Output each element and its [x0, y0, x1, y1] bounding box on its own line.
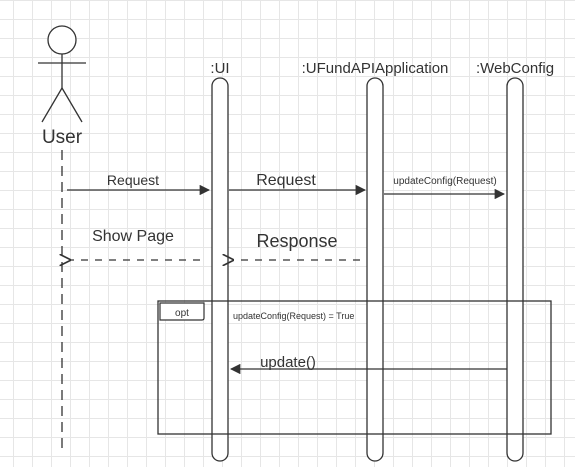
return-label: Response — [256, 231, 337, 251]
actor-label: User — [42, 127, 83, 148]
return-ui-to-user[interactable]: Show Page — [70, 228, 200, 260]
opt-fragment[interactable]: opt updateConfig(Request) = True — [157, 300, 552, 435]
message-user-to-ui[interactable]: Request — [67, 172, 211, 196]
fragment-guard: updateConfig(Request) = True — [233, 311, 354, 321]
message-label: updateConfig(Request) — [393, 176, 496, 187]
actor-head — [47, 25, 77, 55]
actor-left-leg — [41, 87, 63, 123]
return-app-to-ui[interactable]: Response — [233, 231, 360, 260]
actor-right-leg — [61, 87, 83, 123]
activation-webconfig[interactable] — [506, 77, 524, 462]
message-label: update() — [260, 354, 316, 371]
fragment-frame — [157, 300, 552, 435]
fragment-operator-tab — [159, 302, 205, 321]
actor-user[interactable]: User — [38, 25, 86, 148]
lifeline-app-label: :UFundAPIApplication — [302, 60, 449, 77]
lifeline-ui-label: :UI — [210, 60, 229, 77]
fragment-operator: opt — [175, 308, 189, 319]
activation-ui[interactable] — [211, 77, 229, 462]
activation-app[interactable] — [366, 77, 384, 462]
message-webconfig-to-ui[interactable]: update() — [229, 354, 507, 375]
message-app-to-webconfig[interactable]: updateConfig(Request) — [384, 176, 506, 200]
message-label: Request — [107, 172, 159, 188]
lifeline-webconfig-label: :WebConfig — [476, 60, 554, 77]
message-ui-to-app[interactable]: Request — [229, 172, 367, 196]
message-label: Request — [256, 172, 316, 189]
return-label: Show Page — [92, 228, 174, 245]
